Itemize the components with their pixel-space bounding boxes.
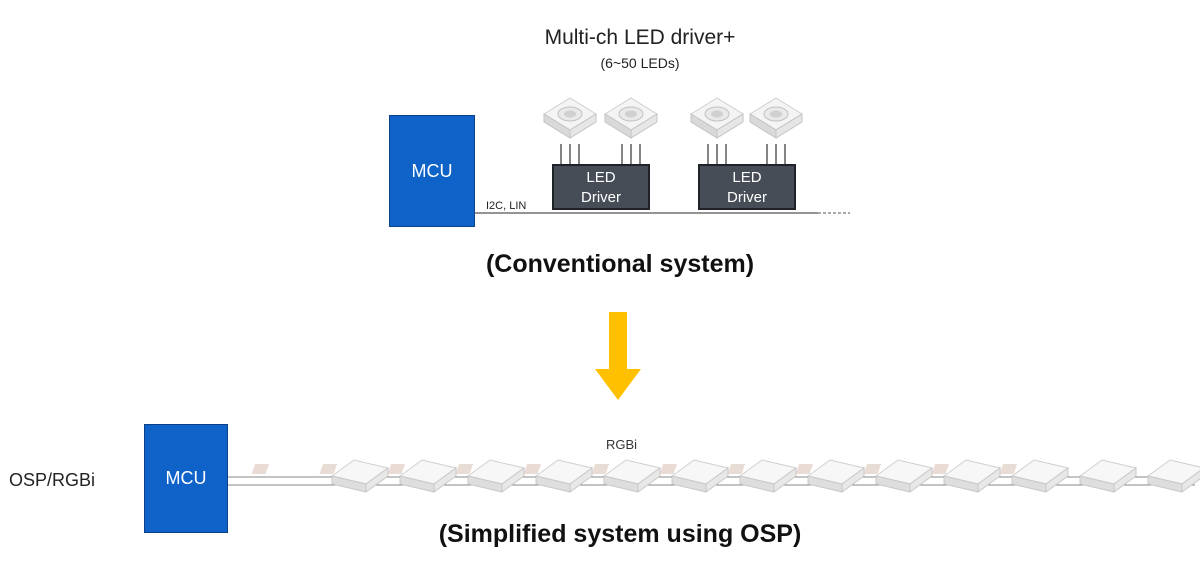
osp-led-icon [999, 459, 1200, 493]
bus-label: I2C, LIN [486, 200, 527, 212]
mcu-label-simplified: MCU [165, 468, 207, 488]
led-driver-2-line2: Driver [727, 189, 767, 206]
mcu-label: MCU [411, 160, 453, 181]
led-driver-1-line2: Driver [581, 189, 621, 206]
osp-led-icon [251, 459, 458, 493]
osp-led-icon [863, 459, 1070, 493]
driver-1-pins [560, 144, 641, 164]
osp-led-icon [455, 459, 662, 493]
led-driver-1: LED Driver [552, 164, 650, 210]
simplified-caption: (Simplified system using OSP) [438, 520, 802, 548]
rgb-led-icon [749, 97, 803, 139]
mcu-block-simplified: MCU [144, 424, 228, 533]
osp-rgbi-label: OSP/RGBi [9, 470, 96, 490]
osp-led-icon [591, 459, 798, 493]
osp-led-icon [795, 459, 1002, 493]
rgb-led-icon [604, 97, 658, 139]
rgbi-chain-label: RGBi [606, 437, 638, 452]
osp-led-icon [931, 459, 1138, 493]
led-driver-2: LED Driver [698, 164, 796, 210]
rgb-led-icon [690, 97, 744, 139]
osp-led-icon [659, 459, 866, 493]
osp-led-icon [727, 459, 934, 493]
conventional-title: Multi-ch LED driver+ [544, 26, 736, 49]
led-driver-1-line1: LED [586, 169, 616, 186]
conventional-caption: (Conventional system) [485, 250, 755, 278]
led-driver-2-line1: LED [732, 169, 762, 186]
conventional-subtitle: (6~50 LEDs) [600, 55, 680, 71]
mcu-block-conventional: MCU [389, 115, 475, 227]
down-arrow-icon [595, 312, 641, 400]
rgb-led-icon [543, 97, 597, 139]
osp-led-icon [523, 459, 730, 493]
driver-2-pins [707, 144, 786, 164]
